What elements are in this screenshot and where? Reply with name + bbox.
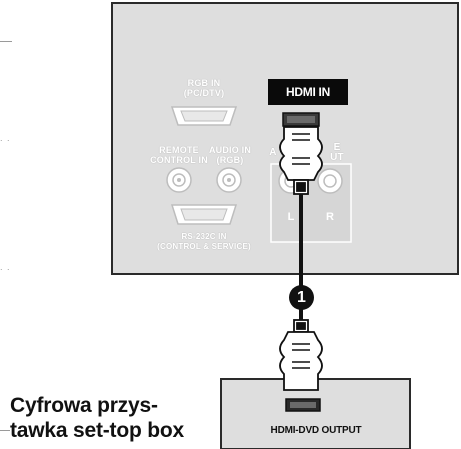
- hdmi-in-socket: [282, 112, 320, 127]
- hdmi-out-socket: [285, 398, 321, 412]
- remote-control-label: REMOTE CONTROL IN: [150, 145, 208, 165]
- right-channel-label: R: [326, 211, 334, 223]
- hdmi-plug-device: [279, 319, 323, 391]
- left-channel-label: L: [287, 211, 295, 223]
- margin-dots-1: . .: [0, 133, 11, 143]
- device-caption-line-2: tawka set-top box: [10, 419, 184, 442]
- rs232c-port: [170, 204, 238, 225]
- margin-rule-bottom: [0, 430, 10, 431]
- audio-out-label-left: A: [269, 147, 277, 158]
- step-number-badge: 1: [289, 285, 314, 310]
- hdmi-dvd-output-label: HDMI-DVD OUTPUT: [270, 425, 362, 436]
- rgb-in-port: [170, 106, 238, 126]
- device-caption: Cyfrowa przys- tawka set-top box: [10, 393, 225, 443]
- audio-out-label-right: E UT: [330, 142, 344, 163]
- margin-rule-top: [0, 41, 12, 42]
- margin-dots-2: . .: [0, 262, 11, 272]
- rgb-in-label: RGB IN (PC/DTV): [183, 78, 225, 98]
- hdmi-plug-tv: [279, 126, 323, 195]
- device-caption-line-1: Cyfrowa przys-: [10, 394, 158, 417]
- remote-control-jack: [166, 167, 192, 193]
- audio-in-label: AUDIO IN (RGB): [208, 145, 252, 165]
- rs232c-label: RS-232C IN (CONTROL & SERVICE): [157, 232, 251, 251]
- hdmi-in-label: HDMI IN: [268, 79, 348, 105]
- audio-in-jack: [216, 167, 242, 193]
